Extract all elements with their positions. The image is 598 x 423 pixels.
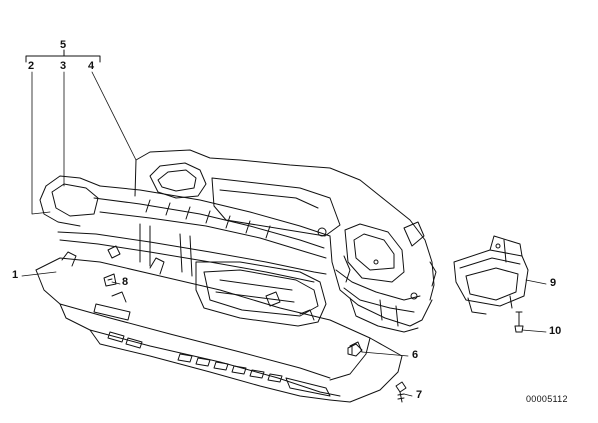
leader-1: [21, 271, 57, 277]
callout-9: 9: [550, 277, 557, 289]
part-1-bumper: [35, 251, 403, 403]
part-2-3-frame: [39, 175, 331, 327]
callout-6: 6: [412, 349, 419, 361]
leader-8: [111, 281, 121, 285]
part-7-screw: [395, 381, 407, 403]
callout-7: 7: [416, 389, 423, 401]
leader-9: [525, 279, 547, 285]
callout-8: 8: [122, 276, 129, 288]
leader-10: [521, 329, 547, 333]
part-6-clip-nut: [347, 343, 363, 357]
leader-4: [91, 71, 137, 161]
callout-3: 3: [60, 60, 67, 72]
part-8-clip: [103, 273, 117, 287]
leader-2: [31, 71, 51, 215]
callout-10: 10: [549, 325, 562, 337]
callout-5: 5: [60, 39, 67, 51]
leader-7: [403, 393, 413, 397]
callout-4: 4: [88, 60, 95, 72]
leader-6: [361, 351, 409, 357]
part-10-bolt: [514, 311, 524, 333]
part-9-bracket: [453, 235, 529, 315]
callout-1: 1: [12, 269, 19, 281]
part-4-support-panel: [134, 149, 437, 333]
document-number: 00005112: [526, 394, 568, 404]
callout-2: 2: [28, 60, 35, 72]
group-bracket: [25, 49, 101, 63]
leader-lines: [21, 71, 547, 397]
